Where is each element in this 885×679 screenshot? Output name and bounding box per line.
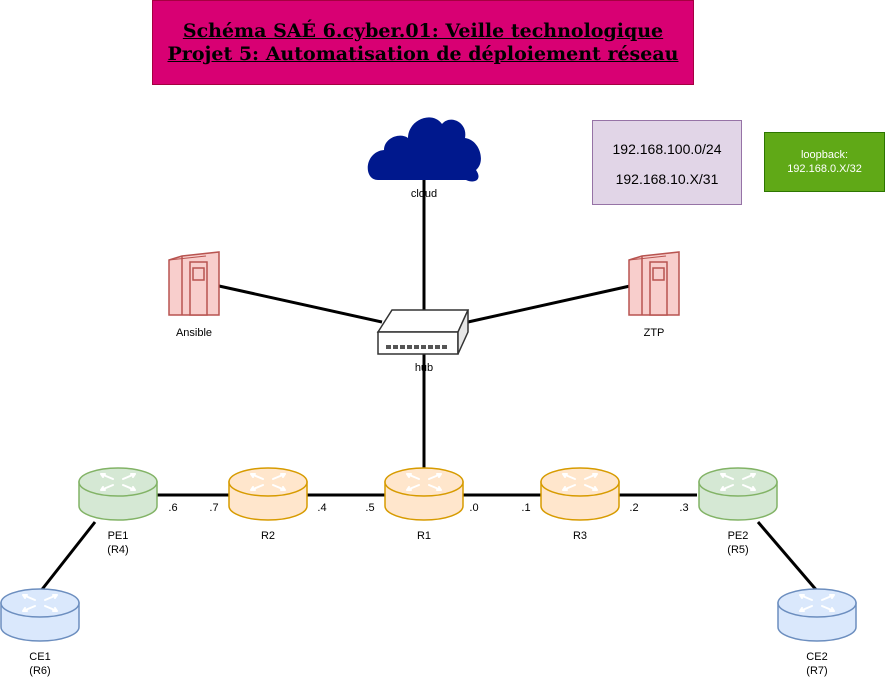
ce1-label: CE1 xyxy=(29,651,50,663)
ztp-server-icon xyxy=(628,251,680,316)
if-r3-r1: .1 xyxy=(521,502,530,514)
cloud-icon xyxy=(367,117,481,182)
if-pe1-r2: .6 xyxy=(168,502,177,514)
subnet-management-label: 192.168.100.0/24 xyxy=(612,141,722,157)
title-box: Schéma SAÉ 6.cyber.01: Veille technologi… xyxy=(152,0,694,85)
pe1-label: PE1 xyxy=(108,530,129,542)
loopback-title: loopback: xyxy=(800,149,849,161)
router-pe2-icon xyxy=(698,467,778,521)
router-r3-icon xyxy=(540,467,620,521)
link-pe2-ce2 xyxy=(756,521,820,593)
title-line-1: Schéma SAÉ 6.cyber.01: Veille technologi… xyxy=(182,19,664,42)
ansible-server-icon xyxy=(168,251,220,316)
title-line-2: Projet 5: Automatisation de déploiement … xyxy=(167,42,679,65)
link-pe1-ce1 xyxy=(38,521,97,593)
router-ce2-icon xyxy=(777,588,857,642)
r2-label: R2 xyxy=(261,530,275,542)
pe2-label: PE2 xyxy=(728,530,749,542)
ansible-label: Ansible xyxy=(176,327,212,339)
hub-label: hub xyxy=(415,362,433,374)
router-r1-icon xyxy=(384,467,464,521)
loopback-subnet: 192.168.0.X/32 xyxy=(787,163,862,175)
loopback-legend-box: loopback: 192.168.0.X/32 xyxy=(764,132,885,192)
if-r2-r1: .4 xyxy=(317,502,326,514)
if-r2-pe1: .7 xyxy=(209,502,218,514)
subnet-legend-box: 192.168.100.0/24 192.168.10.X/31 xyxy=(592,120,742,205)
routers xyxy=(0,467,857,642)
ce2-label: CE2 xyxy=(806,651,827,663)
router-r2-icon xyxy=(228,467,308,521)
if-r1-r2: .5 xyxy=(365,502,374,514)
hub-icon xyxy=(376,309,470,355)
router-pe1-icon xyxy=(78,467,158,521)
cloud-label: cloud xyxy=(411,188,437,200)
r3-label: R3 xyxy=(573,530,587,542)
ztp-label: ZTP xyxy=(644,327,665,339)
router-ce1-icon xyxy=(0,588,80,642)
ce1-alias-label: (R6) xyxy=(29,665,50,677)
link-ztp-hub xyxy=(467,284,631,324)
subnet-p2p-label: 192.168.10.X/31 xyxy=(615,171,719,187)
link-ansible-hub xyxy=(218,284,383,324)
pe2-alias-label: (R5) xyxy=(727,544,748,556)
ce2-alias-label: (R7) xyxy=(806,665,827,677)
r1-label: R1 xyxy=(417,530,431,542)
pe1-alias-label: (R4) xyxy=(107,544,128,556)
if-r3-pe2: .2 xyxy=(629,502,638,514)
if-r1-r3: .0 xyxy=(469,502,478,514)
if-pe2-r3: .3 xyxy=(679,502,688,514)
